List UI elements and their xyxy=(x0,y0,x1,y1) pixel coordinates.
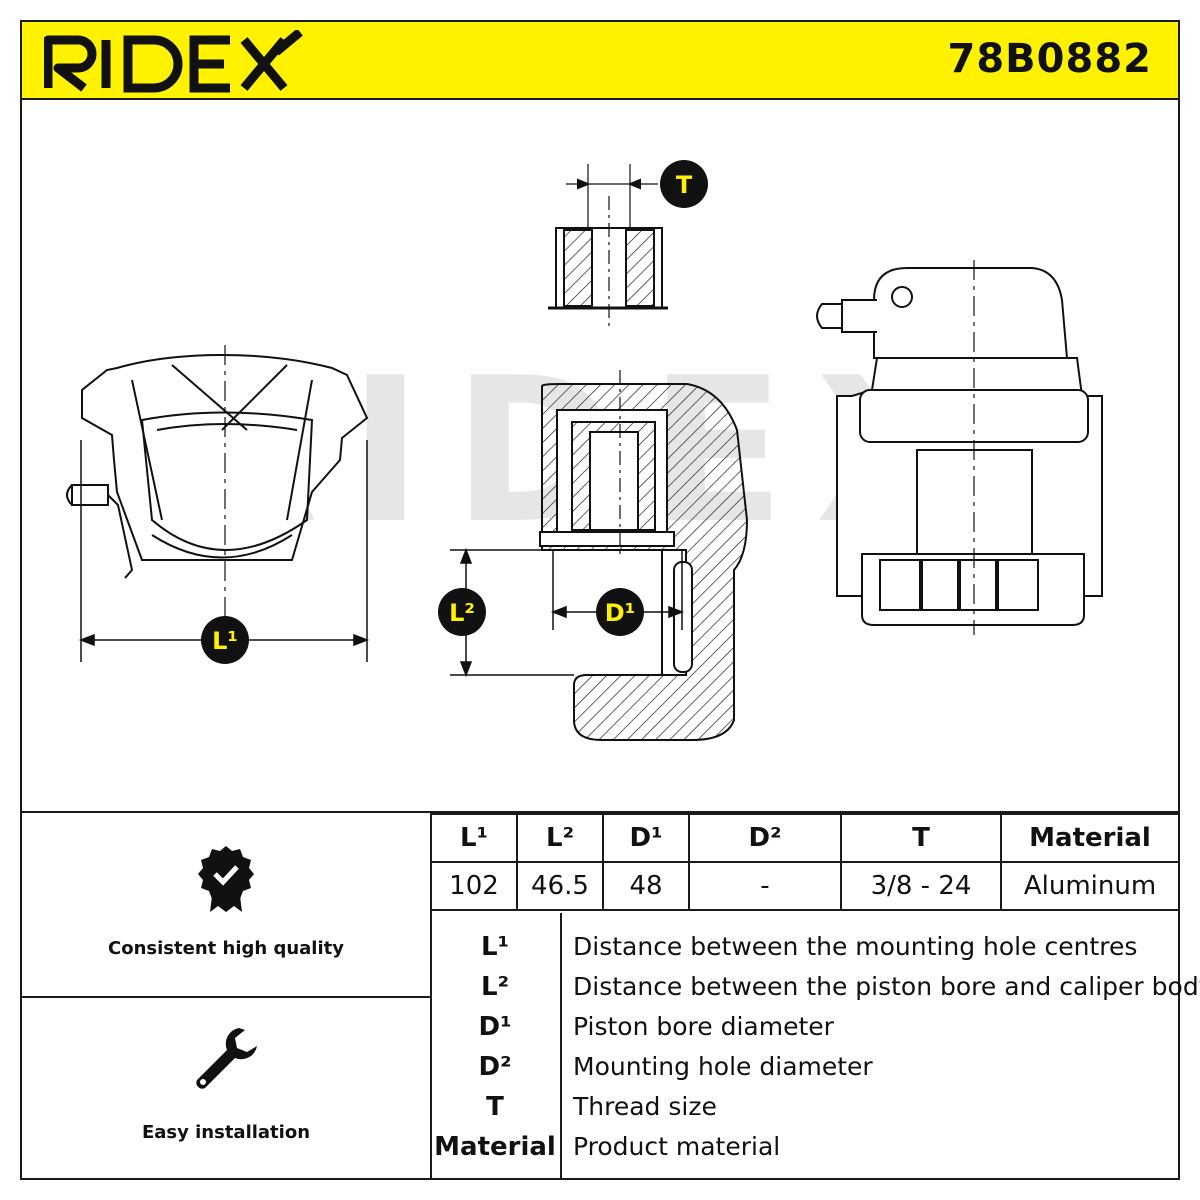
thread-detail-view xyxy=(548,164,668,330)
legend-divider xyxy=(560,913,562,1180)
spec-value-d1: 48 xyxy=(602,861,690,911)
caliper-front-view xyxy=(66,345,369,620)
spec-header-d1: D¹ xyxy=(602,813,690,863)
legend-key: D¹ xyxy=(478,1012,512,1042)
badge-l1-label: L¹ xyxy=(212,627,238,655)
legend-desc: Piston bore diameter xyxy=(573,1012,834,1041)
legend-key: L¹ xyxy=(481,932,509,962)
spec-header-d2: D² xyxy=(688,813,842,863)
legend-row: D² Mounting hole diameter xyxy=(430,1047,1180,1087)
legend-key: T xyxy=(486,1092,504,1122)
spec-value-l1: 102 xyxy=(430,861,518,911)
badge-t-label: T xyxy=(676,171,693,199)
badge-d1: D¹ xyxy=(596,588,644,636)
spec-value-row: 102 46.5 48 - 3/8 - 24 Aluminum xyxy=(430,861,1180,911)
feature-installation: Easy installation xyxy=(22,1010,430,1170)
badge-l1: L¹ xyxy=(201,616,249,664)
feature-quality-label: Consistent high quality xyxy=(108,938,344,959)
badge-l2-label: L² xyxy=(449,599,475,627)
spec-header-t: T xyxy=(840,813,1002,863)
spec-header-l2: L² xyxy=(516,813,604,863)
legend-desc: Mounting hole diameter xyxy=(573,1052,873,1081)
part-number: 78B0882 xyxy=(947,36,1152,82)
quality-badge-icon xyxy=(198,846,254,912)
legend-key: D² xyxy=(478,1052,512,1082)
spec-header-l1: L¹ xyxy=(430,813,518,863)
legend-key: Material xyxy=(434,1132,556,1162)
section-divider-top xyxy=(20,811,1180,813)
ridex-logo xyxy=(44,30,303,93)
legend-desc: Product material xyxy=(573,1132,781,1161)
spec-header-material: Material xyxy=(1000,813,1180,863)
legend-row: Material Product material xyxy=(430,1127,1180,1167)
feature-quality: Consistent high quality xyxy=(22,830,430,990)
legend-desc: Distance between the mounting hole centr… xyxy=(573,932,1138,961)
legend-key: L² xyxy=(481,972,509,1002)
badge-l2: L² xyxy=(438,588,486,636)
dimension-d1 xyxy=(550,550,685,630)
legend-desc: Distance between the piston bore and cal… xyxy=(573,972,1200,1001)
spec-table: L¹ L² D¹ D² T Material 102 46.5 48 - 3/8… xyxy=(430,813,1180,911)
legend-desc: Thread size xyxy=(573,1092,717,1121)
badge-d1-label: D¹ xyxy=(605,599,635,627)
dimension-l2 xyxy=(450,547,662,678)
legend-row: T Thread size xyxy=(430,1087,1180,1127)
spec-value-l2: 46.5 xyxy=(516,861,604,911)
feature-installation-label: Easy installation xyxy=(141,1122,311,1143)
caliper-side-view xyxy=(816,260,1103,635)
caliper-technical-drawing: RIDEX L¹ T xyxy=(66,160,1103,741)
spec-value-d2: - xyxy=(688,861,842,911)
spec-value-t: 3/8 - 24 xyxy=(840,861,1002,911)
spec-value-material: Aluminum xyxy=(1000,861,1180,911)
legend-row: L² Distance between the piston bore and … xyxy=(430,967,1200,1007)
header-bar: 78B0882 xyxy=(20,20,1180,100)
caliper-section-view xyxy=(539,370,749,741)
legend: L¹ Distance between the mounting hole ce… xyxy=(430,913,1200,1180)
legend-row: D¹ Piston bore diameter xyxy=(430,1007,1180,1047)
spec-header-row: L¹ L² D¹ D² T Material xyxy=(430,813,1180,863)
feature-divider xyxy=(20,996,432,998)
legend-row: L¹ Distance between the mounting hole ce… xyxy=(430,927,1180,967)
badge-t: T xyxy=(660,160,708,208)
wrench-icon xyxy=(196,1028,257,1089)
